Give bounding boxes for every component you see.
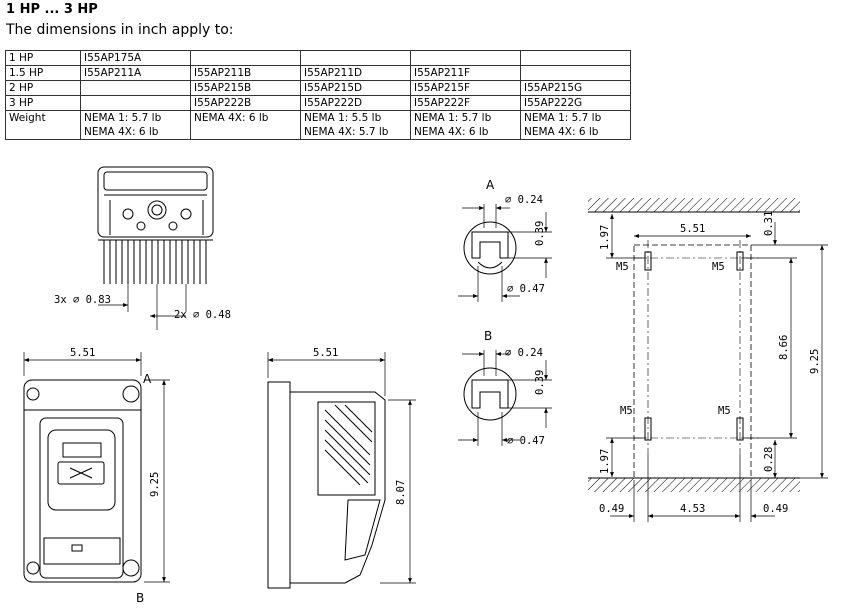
weight-line: NEMA 4X: 6 lb: [84, 126, 159, 138]
mount-left-top-label: 1.97: [599, 225, 611, 250]
mount-left-bottom-label: 1.97: [599, 449, 611, 474]
top-view-hole-label-2: 2x ∅ 0.48: [174, 309, 231, 321]
table-cell: NEMA 4X: 6 lb: [190, 110, 301, 140]
table-cell: NEMA 1: 5.5 lb NEMA 4X: 5.7 lb: [300, 110, 411, 140]
detail-b: [458, 350, 552, 446]
side-height-label: 8.07: [395, 480, 407, 505]
table-cell: I55AP211F: [410, 65, 521, 81]
weight-line: NEMA 1: 5.7 lb: [84, 112, 162, 124]
table-cell: I55AP222G: [520, 95, 631, 111]
table-cell: NEMA 1: 5.7 lb NEMA 4X: 6 lb: [520, 110, 631, 140]
detail-a: [458, 204, 552, 302]
weight-line: NEMA 1: 5.5 lb: [304, 112, 382, 124]
side-view: [267, 352, 416, 589]
table-row: 2 HP I55AP215B I55AP215D I55AP215F I55AP…: [5, 80, 631, 96]
detail-b-label: B: [484, 329, 492, 343]
mount-left-margin-label: 0.49: [599, 503, 624, 515]
mount-inner-height-label: 8.66: [778, 335, 790, 360]
front-detail-a-label: A: [143, 372, 152, 386]
weight-line: NEMA 4X: 5.7 lb: [304, 126, 389, 138]
detail-a-label: A: [486, 178, 495, 192]
detail-b-dia-bottom: ∅ 0.47: [507, 435, 545, 447]
mount-right-margin-label: 0.49: [763, 503, 788, 515]
detail-a-dia-bottom: ∅ 0.47: [507, 283, 545, 295]
front-detail-b-label: B: [136, 591, 144, 605]
mounting-pattern: [588, 198, 828, 522]
applicability-table: 1 HP I55AP175A 1.5 HP I55AP211A I55AP211…: [5, 50, 631, 140]
table-row: 3 HP I55AP222B I55AP222D I55AP222F I55AP…: [5, 95, 631, 111]
table-cell: Weight: [5, 110, 81, 140]
weight-line: NEMA 4X: 6 lb: [414, 126, 489, 138]
top-view-hole-label-1: 3x ∅ 0.83: [54, 294, 111, 306]
weight-line: NEMA 1: 5.7 lb: [414, 112, 492, 124]
mount-screw-label: M5: [718, 405, 731, 417]
top-view: [97, 166, 214, 330]
mount-bottom-offset-label: 0.28: [763, 447, 775, 472]
page-subtitle: The dimensions in inch apply to:: [6, 22, 234, 38]
weight-line: NEMA 4X: 6 lb: [524, 126, 599, 138]
detail-a-height: 0.39: [534, 221, 546, 246]
detail-a-dia-top: ∅ 0.24: [505, 194, 543, 206]
detail-b-dia-top: ∅ 0.24: [505, 347, 543, 359]
page-title: 1 HP ... 3 HP: [6, 2, 98, 17]
mount-screw-label: M5: [712, 261, 725, 273]
side-width-label: 5.51: [313, 347, 338, 359]
mount-outer-height-label: 9.25: [809, 349, 821, 374]
table-cell: 1.5 HP: [5, 65, 81, 81]
mount-center-span-label: 4.53: [680, 503, 705, 515]
detail-b-height: 0.39: [534, 370, 546, 395]
mount-width-label: 5.51: [680, 223, 705, 235]
mount-top-offset-label: 0.31: [763, 211, 775, 236]
table-cell: I55AP215G: [520, 80, 631, 96]
weight-line: NEMA 1: 5.7 lb: [524, 112, 602, 124]
table-cell: NEMA 1: 5.7 lb NEMA 4X: 6 lb: [80, 110, 191, 140]
heatsink-fins: [98, 239, 213, 284]
mount-screw-label: M5: [620, 405, 633, 417]
table-row-weight: Weight NEMA 1: 5.7 lb NEMA 4X: 6 lb NEMA…: [5, 110, 631, 140]
front-view: [23, 352, 170, 583]
front-height-label: 9.25: [149, 472, 161, 497]
front-width-label: 5.51: [70, 347, 95, 359]
table-row: 1.5 HP I55AP211A I55AP211B I55AP211D I55…: [5, 65, 631, 81]
weight-line: NEMA 4X: 6 lb: [194, 112, 269, 124]
mount-screw-label: M5: [616, 261, 629, 273]
